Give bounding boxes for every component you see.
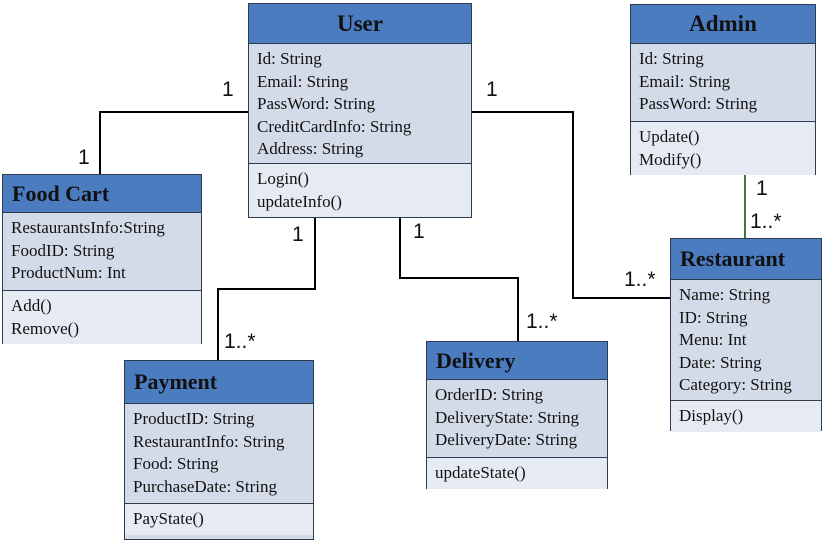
class-admin: Admin Id: String Email: String PassWord:… — [630, 4, 816, 175]
attribute: PassWord: String — [639, 94, 758, 113]
multiplicity-user-payment-user: 1 — [292, 223, 304, 246]
class-food-cart-header: Food Cart — [3, 175, 201, 213]
class-payment-header: Payment — [125, 361, 313, 404]
attribute: PassWord: String — [257, 94, 376, 113]
multiplicity-admin-restaurant-restaurant: 1..* — [750, 210, 782, 233]
multiplicity-user-restaurant-user: 1 — [486, 78, 498, 101]
attribute: ProductNum: Int — [11, 263, 126, 282]
class-restaurant-attributes: Name: String ID: String Menu: Int Date: … — [671, 280, 821, 401]
multiplicity-user-delivery-delivery: 1..* — [526, 310, 558, 333]
method: PayState() — [133, 509, 204, 528]
method: Display() — [679, 406, 744, 425]
class-user-name: User — [337, 10, 383, 36]
class-admin-attributes: Id: String Email: String PassWord: Strin… — [631, 44, 815, 122]
attribute: OrderID: String — [435, 385, 544, 404]
class-admin-header: Admin — [631, 5, 815, 44]
class-user-attributes: Id: String Email: String PassWord: Strin… — [249, 44, 471, 164]
multiplicity-user-cart-cart: 1 — [78, 146, 90, 169]
multiplicity-user-restaurant-restaurant: 1..* — [624, 268, 656, 291]
multiplicity-user-delivery-user: 1 — [413, 220, 425, 243]
class-delivery-methods: updateState() — [427, 458, 607, 489]
class-restaurant-name: Restaurant — [680, 246, 786, 271]
class-food-cart-methods: Add() Remove() — [3, 291, 201, 344]
association-user-restaurant — [472, 111, 670, 299]
method: Update() — [639, 127, 700, 146]
class-delivery: Delivery OrderID: String DeliveryState: … — [426, 341, 608, 489]
association-user-delivery — [399, 218, 519, 341]
attribute: DeliveryState: String — [435, 407, 580, 427]
attribute: Food: String — [133, 454, 219, 473]
class-food-cart: Food Cart RestaurantsInfo:String FoodID:… — [2, 174, 202, 344]
association-user-payment — [217, 218, 316, 360]
class-delivery-attributes: OrderID: String DeliveryState: String De… — [427, 380, 607, 458]
attribute: CreditCardInfo: String — [257, 116, 412, 136]
attribute: PurchaseDate: String — [133, 476, 277, 496]
class-user: User Id: String Email: String PassWord: … — [248, 3, 472, 218]
attribute: Menu: Int — [679, 330, 747, 349]
attribute: Category: String — [679, 375, 792, 394]
class-food-cart-attributes: RestaurantsInfo:String FoodID: String Pr… — [3, 213, 201, 291]
attribute: Id: String — [639, 49, 704, 68]
class-admin-name: Admin — [689, 11, 757, 36]
attribute: Id: String — [257, 49, 322, 68]
attribute: FoodID: String — [11, 240, 115, 260]
attribute: Date: String — [679, 352, 762, 372]
class-delivery-name: Delivery — [436, 347, 516, 373]
class-admin-methods: Update() Modify() — [631, 122, 815, 175]
method: Login() — [257, 169, 309, 188]
method: updateInfo() — [257, 191, 342, 211]
attribute: Name: String — [679, 285, 771, 304]
attribute: ProductID: String — [133, 409, 255, 428]
class-food-cart-name: Food Cart — [12, 180, 110, 206]
multiplicity-user-cart-user: 1 — [222, 78, 234, 101]
multiplicity-user-payment-payment: 1..* — [224, 330, 256, 353]
class-user-methods: Login() updateInfo() — [249, 164, 471, 217]
class-payment-name: Payment — [134, 369, 218, 394]
class-user-header: User — [249, 4, 471, 44]
class-delivery-header: Delivery — [427, 342, 607, 380]
class-restaurant-header: Restaurant — [671, 239, 821, 280]
class-payment-methods: PayState() — [125, 504, 313, 535]
attribute: RestaurantInfo: String — [133, 431, 285, 451]
method: Modify() — [639, 149, 702, 169]
multiplicity-admin-restaurant-admin: 1 — [756, 177, 768, 200]
association-user-foodcart — [99, 111, 248, 174]
method: Add() — [11, 296, 52, 315]
class-restaurant-methods: Display() — [671, 401, 821, 432]
class-payment: Payment ProductID: String RestaurantInfo… — [124, 360, 314, 540]
attribute: RestaurantsInfo:String — [11, 218, 165, 237]
attribute: Email: String — [639, 71, 731, 91]
attribute: DeliveryDate: String — [435, 430, 578, 449]
method: updateState() — [435, 463, 526, 482]
class-restaurant: Restaurant Name: String ID: String Menu:… — [670, 238, 822, 432]
method: Remove() — [11, 318, 79, 338]
attribute: Address: String — [257, 139, 364, 158]
attribute: ID: String — [679, 307, 748, 327]
attribute: Email: String — [257, 71, 349, 91]
class-payment-attributes: ProductID: String RestaurantInfo: String… — [125, 404, 313, 504]
